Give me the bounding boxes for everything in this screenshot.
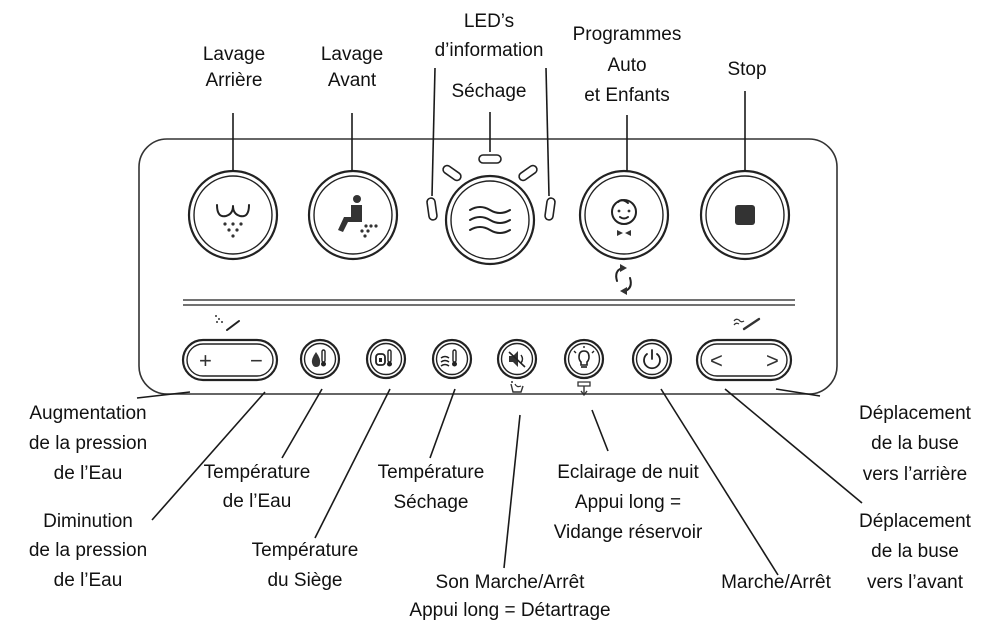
- label-pressure-up-2: de la pression: [29, 433, 147, 454]
- led-left: [426, 197, 438, 221]
- water-temperature-button[interactable]: [299, 338, 341, 380]
- label-nozzle-back-2: de la buse: [871, 433, 959, 454]
- nozzle-position-control: < >: [695, 317, 793, 382]
- drying-temperature-button[interactable]: [431, 338, 473, 380]
- label-seat-temp-1: Température: [252, 540, 359, 561]
- power-icon: [643, 349, 661, 370]
- air-thermometer-icon: [440, 349, 457, 367]
- label-night-light-3: Vidange réservoir: [554, 522, 703, 543]
- led-right: [544, 197, 556, 221]
- label-nozzle-back-1: Déplacement: [859, 403, 972, 424]
- label-night-light-1: Eclairage de nuit: [557, 462, 699, 483]
- bottom-labels: Augmentation de la pression de l’Eau Dim…: [29, 403, 972, 621]
- label-front-wash-1: Lavage: [321, 44, 383, 65]
- programs-button[interactable]: [578, 169, 670, 261]
- label-programs-3: et Enfants: [584, 85, 670, 106]
- label-rear-wash-1: Lavage: [203, 44, 265, 65]
- drying-icon: [469, 206, 511, 234]
- label-programs-2: Auto: [607, 55, 646, 76]
- label-stop: Stop: [727, 59, 766, 80]
- night-light-button[interactable]: [563, 338, 605, 380]
- label-pressure-down-1: Diminution: [43, 511, 133, 532]
- speaker-mute-icon: [508, 351, 526, 368]
- descaling-icon: [510, 381, 524, 393]
- rear-wash-icon: [216, 204, 250, 238]
- light-bulb-icon: [573, 346, 595, 368]
- pressure-up-button[interactable]: +: [199, 348, 212, 373]
- label-nozzle-back-3: vers l’arrière: [863, 464, 968, 485]
- nozzle-icon: [733, 317, 761, 331]
- pressure-down-button[interactable]: −: [250, 348, 263, 373]
- child-face-icon: [611, 199, 637, 236]
- spray-icon: [215, 315, 240, 331]
- front-wash-icon: [338, 195, 378, 238]
- stop-icon: [735, 205, 755, 225]
- label-seat-temp-2: du Siège: [267, 570, 342, 591]
- label-dry-temp-2: Séchage: [393, 492, 468, 513]
- seat-temperature-button[interactable]: [365, 338, 407, 380]
- label-nozzle-front-3: vers l’avant: [867, 572, 964, 593]
- seat-thermometer-icon: [375, 349, 392, 367]
- label-night-light-2: Appui long =: [575, 492, 681, 513]
- sound-button[interactable]: [496, 338, 538, 380]
- label-rear-wash-2: Arrière: [205, 70, 262, 91]
- label-info-leds-2: d’information: [435, 40, 544, 61]
- power-button[interactable]: [631, 338, 673, 380]
- led-top: [478, 154, 502, 164]
- label-front-wash-2: Avant: [328, 70, 377, 91]
- label-pressure-up-3: de l’Eau: [54, 463, 123, 484]
- nozzle-forward-button[interactable]: >: [766, 348, 779, 373]
- label-pressure-up-1: Augmentation: [29, 403, 146, 424]
- pressure-control: + −: [181, 315, 279, 382]
- label-nozzle-front-2: de la buse: [871, 541, 959, 562]
- drain-tank-icon: [577, 381, 591, 397]
- water-drop-thermometer-icon: [311, 349, 326, 367]
- led-top-left: [442, 164, 462, 182]
- led-top-right: [518, 164, 538, 182]
- label-sound-2: Appui long = Détartrage: [409, 600, 610, 621]
- label-water-temp-2: de l’Eau: [223, 491, 292, 512]
- label-pressure-down-3: de l’Eau: [54, 570, 123, 591]
- label-nozzle-front-1: Déplacement: [859, 511, 972, 532]
- label-programs-1: Programmes: [573, 24, 682, 45]
- label-dry-temp-1: Température: [378, 462, 485, 483]
- nozzle-back-button[interactable]: <: [710, 348, 723, 373]
- rear-wash-button[interactable]: [187, 169, 279, 261]
- drying-button[interactable]: [444, 174, 536, 266]
- label-info-leds-1: LED’s: [464, 11, 514, 32]
- label-sound-1: Son Marche/Arrêt: [436, 572, 586, 593]
- top-labels: Lavage Arrière Lavage Avant LED’s d’info…: [203, 11, 767, 106]
- front-wash-button[interactable]: [307, 169, 399, 261]
- leader-lines: [136, 67, 863, 576]
- label-drying: Séchage: [451, 81, 526, 102]
- label-pressure-down-2: de la pression: [29, 540, 147, 561]
- info-leds: [426, 154, 556, 221]
- label-water-temp-1: Température: [204, 462, 311, 483]
- cycle-arrows-icon: [615, 264, 632, 295]
- stop-button[interactable]: [699, 169, 791, 261]
- label-power: Marche/Arrêt: [721, 572, 832, 593]
